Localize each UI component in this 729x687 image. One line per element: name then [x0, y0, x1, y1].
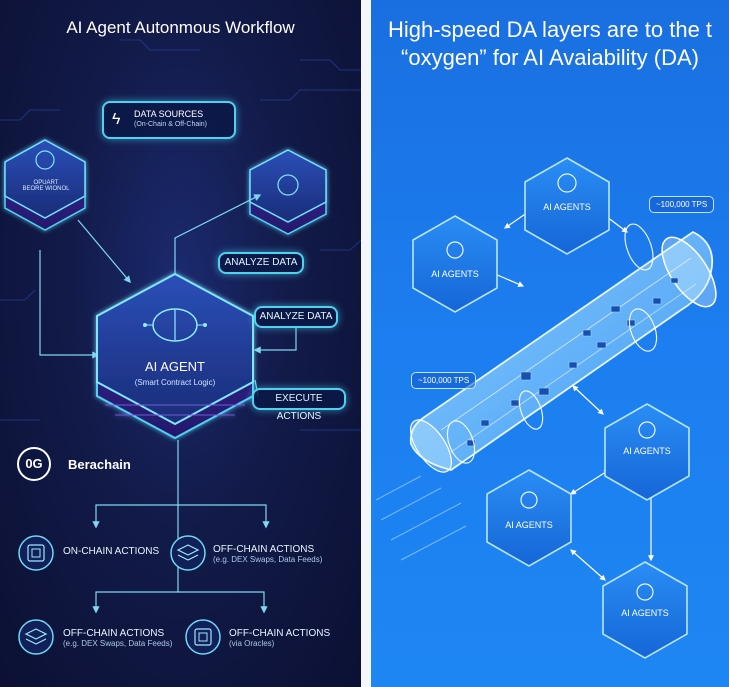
ai-agents-node	[412, 215, 498, 313]
ai-agents-label: AI AGENTS	[505, 520, 553, 530]
tps-badge: ~100,000 TPS	[411, 372, 477, 389]
bidirectional-arrow	[572, 385, 604, 415]
brain-icon	[638, 421, 656, 439]
lightning-icon: ϟ	[112, 111, 121, 128]
workflow-panel: AI Agent Autonmous Workflow ϟ DATA SOURC…	[0, 0, 361, 687]
ai-agents-label: AI AGENTS	[431, 269, 479, 279]
data-sources-label: DATA SOURCES	[134, 109, 204, 119]
page-title: AI Agent Autonmous Workflow	[66, 18, 295, 37]
ai-agents-node	[486, 469, 572, 567]
ai-agent-title: AI AGENT	[145, 359, 205, 374]
action-item: ON-CHAIN ACTIONS	[63, 546, 159, 557]
action-subtitle: (e.g. DEX Swaps, Data Feeds)	[63, 639, 173, 648]
ai-agents-label: AI AGENTS	[623, 446, 671, 456]
execute-actions-callout: EXECUTE ACTIONS	[252, 388, 346, 422]
action-subtitle: (via Oracles)	[229, 639, 275, 648]
connector	[92, 440, 179, 529]
connector	[174, 194, 262, 290]
connector	[39, 250, 100, 359]
action-title: OFF-CHAIN ACTIONS	[213, 544, 315, 555]
data-packets	[466, 277, 679, 447]
chip-icon	[185, 619, 221, 655]
connector	[77, 219, 131, 284]
brain-icon	[446, 241, 464, 259]
brain-icon	[520, 491, 538, 509]
ai-agents-node	[524, 157, 610, 255]
bidirectional-arrow	[569, 469, 611, 495]
ai-agents-node	[604, 403, 690, 501]
action-title: OFF-CHAIN ACTIONS	[229, 628, 331, 639]
connector	[92, 505, 179, 614]
layers-icon	[18, 619, 54, 655]
action-item: OFF-CHAIN ACTIONS (e.g. DEX Swaps, Data …	[213, 544, 322, 564]
ai-agent-subtitle: (Smart Contract Logic)	[134, 378, 216, 387]
connector	[253, 325, 297, 354]
connection-rings	[446, 223, 658, 464]
da-layer-tube	[409, 230, 717, 473]
analyze-data-callout-top: ANALYZE DATA	[218, 252, 304, 274]
connector	[178, 591, 268, 614]
layers-icon	[170, 535, 206, 571]
source-node-label: OPUART BEORE WIONOL	[22, 180, 70, 192]
bidirectional-arrow	[570, 549, 606, 581]
brain-icon	[35, 150, 55, 170]
action-title: OFF-CHAIN ACTIONS	[63, 628, 165, 639]
ai-agents-label: AI AGENTS	[543, 202, 591, 212]
action-subtitle: (e.g. DEX Swaps, Data Feeds)	[213, 555, 323, 564]
circuit-traces	[0, 39, 361, 431]
connector	[178, 504, 270, 529]
tps-badge: ~100,000 TPS	[649, 196, 715, 213]
source-node-right	[249, 149, 327, 235]
ai-agent-node	[96, 272, 254, 440]
action-item: OFF-CHAIN ACTIONS (e.g. DEX Swaps, Data …	[63, 628, 172, 648]
og-logo-ring	[17, 447, 51, 481]
ai-agents-node	[602, 561, 688, 659]
data-sources-callout: ϟ DATA SOURCES (On-Chain & Off-Chain)	[102, 101, 236, 139]
chip-icon	[18, 535, 54, 571]
analyze-data-callout-right: ANALYZE DATA	[254, 306, 338, 328]
brain-icon	[557, 173, 577, 193]
ai-agents-label: AI AGENTS	[621, 608, 669, 618]
brand-name: Berachain	[68, 457, 131, 472]
og-logo: 0G	[25, 456, 43, 471]
action-item: OFF-CHAIN ACTIONS (via Oracles)	[229, 628, 330, 648]
brain-icon	[277, 174, 299, 196]
da-layer-graphics	[375, 157, 717, 659]
speed-streaks	[375, 475, 467, 561]
action-title: ON-CHAIN ACTIONS	[63, 546, 160, 557]
source-node-left	[4, 139, 86, 231]
workflow-graphics	[0, 39, 361, 655]
brain-icon	[636, 583, 654, 601]
brain-icon	[143, 308, 207, 342]
data-sources-sub: (On-Chain & Off-Chain)	[134, 121, 208, 128]
page-title: High-speed DA layers are to the t “oxyge…	[387, 17, 713, 70]
da-layer-panel: High-speed DA layers are to the t “oxyge…	[371, 0, 729, 687]
